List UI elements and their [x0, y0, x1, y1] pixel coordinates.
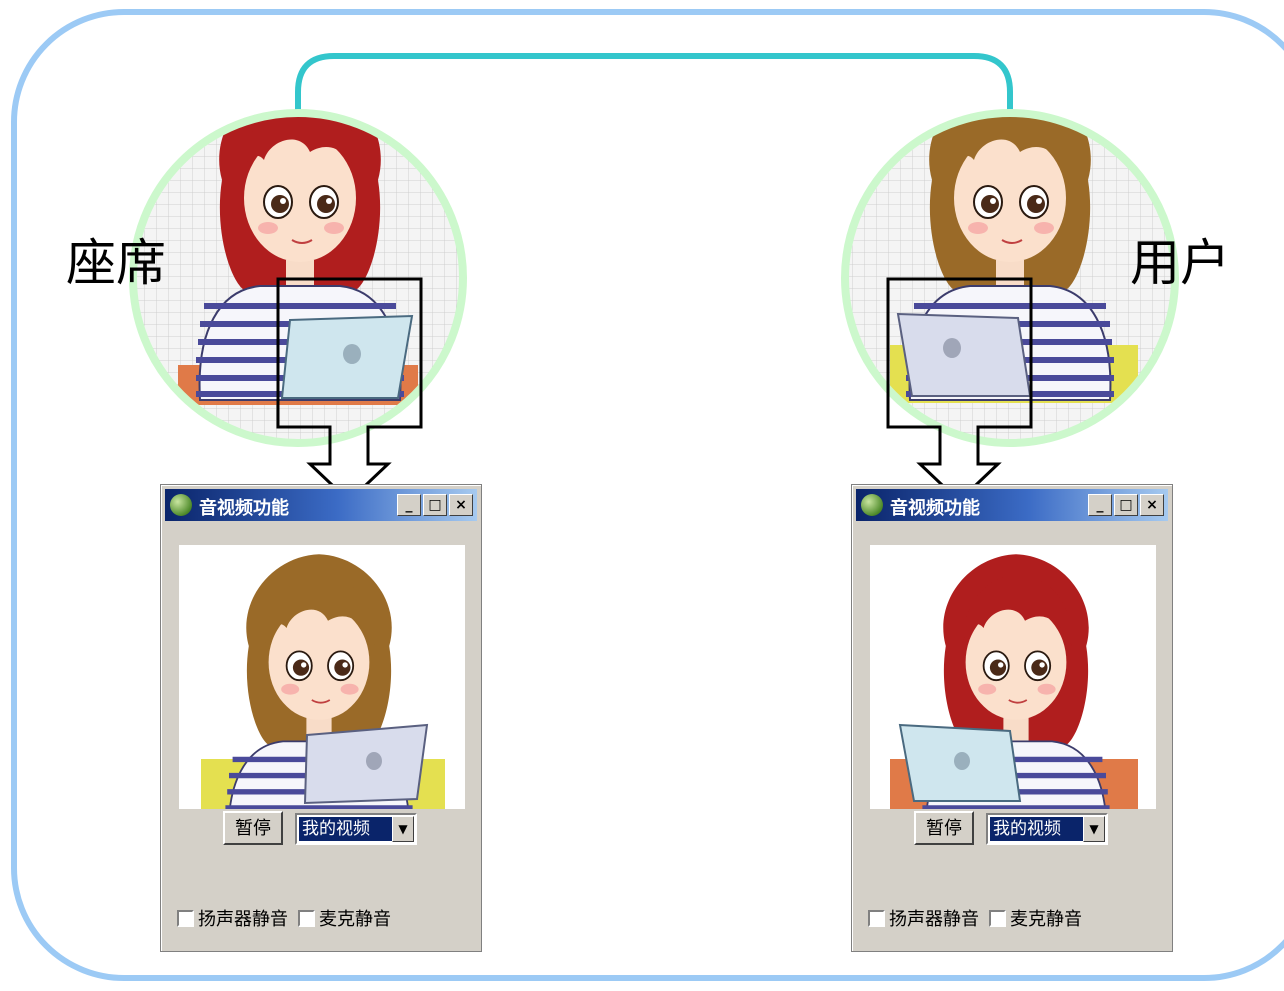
window-title: 音视频功能	[199, 498, 289, 519]
user-label: 用户	[1130, 234, 1230, 292]
dropdown-arrow-icon[interactable]: ▼	[1083, 816, 1105, 842]
video-source-value: 我的视频	[990, 817, 1085, 841]
dropdown-arrow-icon[interactable]: ▼	[392, 816, 414, 842]
laptop-icon	[896, 312, 1032, 397]
video-source-select[interactable]: 我的视频 ▼	[295, 813, 417, 845]
connection-line	[295, 53, 1013, 118]
app-globe-icon	[170, 494, 192, 516]
title-bar[interactable]: 音视频功能 _ □ ×	[165, 489, 477, 521]
speaker-mute-label: 扬声器静音	[198, 909, 288, 930]
agent-label: 座席	[66, 234, 166, 292]
mic-mute-checkbox[interactable]	[989, 909, 1006, 927]
mic-mute-checkbox[interactable]	[298, 909, 315, 927]
close-icon[interactable]: ×	[1140, 494, 1164, 516]
window-title: 音视频功能	[890, 498, 980, 519]
video-source-value: 我的视频	[299, 817, 394, 841]
user-avatar	[841, 109, 1179, 447]
video-panel	[179, 545, 465, 809]
close-icon[interactable]: ×	[449, 494, 473, 516]
av-window-user: 音视频功能 _ □ × 暂停 我的视频 ▼ 扬声器静音 麦克静音	[851, 484, 1173, 952]
pause-button[interactable]: 暂停	[223, 811, 283, 845]
mic-mute-label: 麦克静音	[319, 909, 391, 930]
maximize-icon[interactable]: □	[1114, 494, 1138, 516]
title-bar[interactable]: 音视频功能 _ □ ×	[856, 489, 1168, 521]
minimize-icon[interactable]: _	[1088, 494, 1112, 516]
video-source-select[interactable]: 我的视频 ▼	[986, 813, 1108, 845]
minimize-icon[interactable]: _	[397, 494, 421, 516]
speaker-mute-checkbox[interactable]	[868, 909, 885, 927]
av-window-agent: 音视频功能 _ □ × 暂停 我的视频 ▼ 扬声器静音 麦克静音	[160, 484, 482, 952]
speaker-mute-label: 扬声器静音	[889, 909, 979, 930]
app-globe-icon	[861, 494, 883, 516]
outer-frame	[11, 9, 1284, 981]
pause-button[interactable]: 暂停	[914, 811, 974, 845]
video-panel	[870, 545, 1156, 809]
speaker-mute-checkbox[interactable]	[177, 909, 194, 927]
maximize-icon[interactable]: □	[423, 494, 447, 516]
mic-mute-label: 麦克静音	[1010, 909, 1082, 930]
user-zoom-arrow	[886, 277, 1033, 504]
agent-zoom-arrow	[276, 277, 423, 504]
agent-avatar	[129, 109, 467, 447]
laptop-icon	[303, 723, 429, 805]
